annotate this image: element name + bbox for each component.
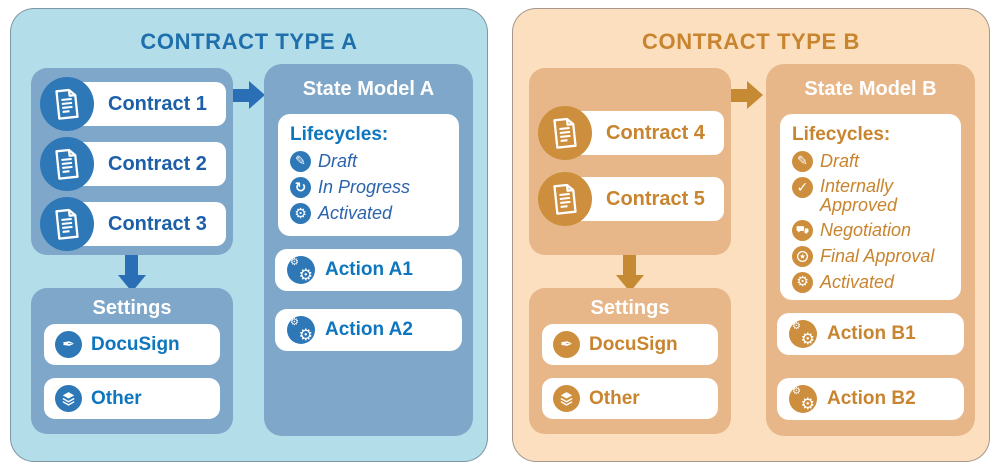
settings-item: Other — [542, 378, 718, 419]
layers-icon — [55, 385, 82, 412]
lifecycles-header: Lifecycles: — [792, 124, 891, 145]
panel-title: CONTRACT TYPE B — [642, 29, 860, 54]
lifecycle-label: Draft — [318, 151, 358, 172]
document-icon — [40, 197, 94, 251]
in-progress-icon: ↻ — [290, 177, 311, 198]
lifecycle-item: Negotiation — [792, 219, 955, 241]
settings-box: Settings ✒ DocuSign Other — [529, 288, 731, 434]
lifecycle-label: Final Approval — [820, 245, 935, 266]
document-icon — [538, 106, 592, 160]
settings-item: ✒ DocuSign — [542, 324, 718, 365]
contract-type-a-panel: CONTRACT TYPE A Contract 1 Contract 2 Co… — [10, 8, 488, 462]
contract-label: Contract 2 — [68, 142, 226, 186]
state-model-box: State Model A Lifecycles: ✎ Draft ↻ In P… — [264, 64, 473, 436]
pen-icon: ✒ — [55, 331, 82, 358]
settings-title: Settings — [92, 297, 172, 319]
gears-icon: ⚙ ⚙ — [789, 320, 817, 348]
flow-arrow-right-icon — [233, 81, 267, 109]
gears-icon: ⚙ ⚙ — [287, 316, 315, 344]
contract-row: Contract 2 — [38, 137, 226, 191]
contract-label: Contract 4 — [566, 111, 724, 155]
lifecycles-card: Lifecycles: ✎ Draft ↻ In Progress ⚙ Acti… — [278, 114, 459, 236]
lifecycle-item: ⚙ Activated — [290, 203, 453, 224]
settings-item-label: DocuSign — [91, 333, 180, 355]
pen-icon: ✒ — [553, 331, 580, 358]
settings-item: ✒ DocuSign — [44, 324, 220, 365]
layers-icon — [553, 385, 580, 412]
flow-arrow-down-icon — [118, 255, 146, 293]
contract-row: Contract 5 — [536, 172, 724, 226]
contracts-group: Contract 4 Contract 5 — [529, 68, 731, 255]
settings-title: Settings — [590, 297, 670, 319]
lifecycle-item: ↻ In Progress — [290, 177, 453, 198]
lifecycle-label: Activated — [820, 271, 895, 292]
state-model-title: State Model B — [804, 78, 937, 100]
settings-item-label: Other — [589, 387, 640, 409]
action-label: Action B1 — [827, 323, 916, 344]
seal-icon — [792, 245, 813, 267]
lifecycle-item: Final Approval — [792, 245, 955, 267]
chat-icon — [792, 219, 813, 241]
lifecycle-label: Internally Approved — [820, 176, 898, 215]
contract-label: Contract 1 — [68, 82, 226, 126]
state-model-box: State Model B Lifecycles: ✎ Draft ✓ Inte… — [766, 64, 975, 436]
action-pill: ⚙ ⚙ Action B2 — [777, 378, 964, 420]
document-icon — [40, 77, 94, 131]
lifecycle-item: ✎ Draft — [792, 151, 955, 172]
lifecycles-card: Lifecycles: ✎ Draft ✓ Internally Approve… — [780, 114, 961, 300]
draft-icon: ✎ — [290, 151, 311, 172]
contract-type-b-panel: CONTRACT TYPE B Contract 4 Contract 5 — [512, 8, 990, 462]
panel-title: CONTRACT TYPE A — [140, 29, 358, 54]
check-icon: ✓ — [792, 177, 813, 198]
lifecycle-label: Negotiation — [820, 219, 912, 240]
lifecycle-item: ✎ Draft — [290, 151, 453, 172]
document-icon — [40, 137, 94, 191]
state-model-title: State Model A — [302, 78, 435, 100]
draft-icon: ✎ — [792, 151, 813, 172]
action-pill: ⚙ ⚙ Action B1 — [777, 313, 964, 355]
activated-icon: ⚙ — [792, 271, 813, 293]
document-icon — [538, 172, 592, 226]
action-label: Action A2 — [325, 319, 413, 340]
gears-icon: ⚙ ⚙ — [287, 256, 315, 284]
settings-box: Settings ✒ DocuSign Other — [31, 288, 233, 434]
lifecycle-item: ⚙ Activated — [792, 271, 955, 293]
settings-item-label: Other — [91, 387, 142, 409]
contract-row: Contract 1 — [38, 77, 226, 131]
lifecycle-item: ✓ Internally Approved — [792, 177, 955, 215]
lifecycle-label: Draft — [820, 151, 860, 172]
contract-row: Contract 4 — [536, 106, 724, 160]
contracts-group: Contract 1 Contract 2 Contract 3 — [31, 68, 233, 255]
lifecycles-header: Lifecycles: — [290, 124, 389, 145]
action-pill: ⚙ ⚙ Action A2 — [275, 309, 462, 351]
action-pill: ⚙ ⚙ Action A1 — [275, 249, 462, 291]
contract-label: Contract 3 — [68, 202, 226, 246]
settings-item: Other — [44, 378, 220, 419]
flow-arrow-down-icon — [616, 255, 644, 293]
contract-row: Contract 3 — [38, 197, 226, 251]
activated-icon: ⚙ — [290, 203, 311, 224]
flow-arrow-right-icon — [731, 81, 765, 109]
action-label: Action A1 — [325, 259, 413, 280]
lifecycle-label: Activated — [318, 203, 393, 224]
lifecycle-label: In Progress — [318, 177, 411, 198]
contract-label: Contract 5 — [566, 177, 724, 221]
settings-item-label: DocuSign — [589, 333, 678, 355]
action-label: Action B2 — [827, 388, 916, 409]
gears-icon: ⚙ ⚙ — [789, 385, 817, 413]
